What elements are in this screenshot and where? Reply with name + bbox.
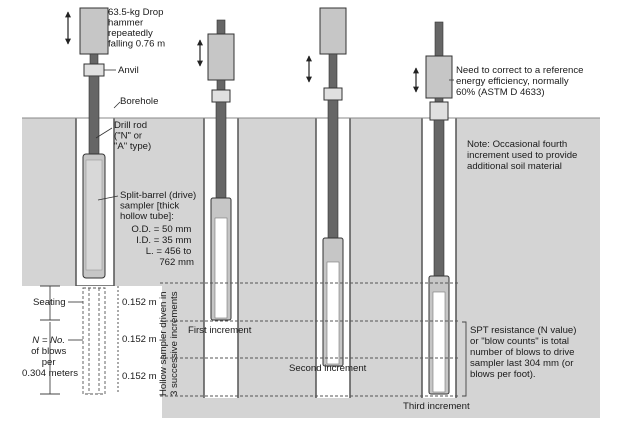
dim-length-2: 762 mm xyxy=(159,257,194,268)
depth-1: 0.152 m xyxy=(122,297,157,308)
assembly-3 xyxy=(306,7,347,367)
anvil-2 xyxy=(211,89,231,103)
svg-text:O.D. = 50 mm I.D. = 35 m: O.D. = 50 mm I.D. = 35 mm L. = 456 to 76… xyxy=(131,224,194,268)
hammer-2 xyxy=(207,33,235,81)
vertical-label-l2: 3 successive increments xyxy=(169,291,180,396)
seating-label: Seating xyxy=(33,297,66,308)
dim-id: I.D. = 35 mm xyxy=(136,235,191,246)
rod-1-top xyxy=(89,53,99,65)
dim-length: L. = 456 to xyxy=(146,246,192,257)
svg-text:N = No. of blows p: N = No. of blows per 0.304 meters xyxy=(22,335,78,379)
drill-rod-label-l2: ("N" or xyxy=(114,131,143,142)
sampler-leader xyxy=(97,195,119,201)
n-def-l2: of blows xyxy=(31,346,66,357)
sampler-3-inner xyxy=(326,261,340,365)
drill-rod-leader xyxy=(95,127,113,139)
drill-rod-2 xyxy=(215,101,227,199)
svg-text:Note: Occasional fourth: Note: Occasional fourth increment used t… xyxy=(467,139,580,172)
dim-od: O.D. = 50 mm xyxy=(131,224,191,235)
n-def-l3: per xyxy=(42,357,57,368)
drill-rod-label-l1: Drill rod xyxy=(114,120,147,131)
depth-3: 0.152 m xyxy=(122,371,157,382)
hammer-label-l2: hammer xyxy=(108,18,144,29)
energy-note-l3: 60% (ASTM D 4633) xyxy=(456,87,545,98)
rod-3-upper xyxy=(328,53,338,89)
anvil-3 xyxy=(323,87,343,101)
fourth-note-l3: additional soil material xyxy=(467,161,562,172)
assembly-1 xyxy=(65,7,109,279)
svg-text:SPT resistance (N value): SPT resistance (N value) or "blow counts… xyxy=(470,325,579,380)
n-def-l4: 0.304 meters xyxy=(22,368,78,379)
drill-rod-3 xyxy=(327,99,339,239)
labels: 63.5-kg Drop hammer repeatedly falling 0… xyxy=(22,7,586,412)
sampler-2-inner xyxy=(214,217,228,319)
drill-rod-label-l3: "A" type) xyxy=(114,141,151,152)
sampler-1-inner xyxy=(85,159,103,271)
sampler-4-inner xyxy=(432,291,446,393)
svg-text:Need to correct to a reference: Need to correct to a reference energy ef… xyxy=(456,65,586,98)
assembly-4 xyxy=(413,21,453,395)
anvil-4 xyxy=(429,101,449,121)
drill-rod-4 xyxy=(433,119,445,277)
leader-lines xyxy=(95,69,454,201)
spt-note-l5: blows per foot). xyxy=(470,369,536,380)
spt-bracket xyxy=(462,321,467,397)
increment-lines xyxy=(82,282,460,397)
borehole-3-wall xyxy=(315,118,351,398)
energy-note-l1: Need to correct to a reference xyxy=(456,65,583,76)
soil-ground xyxy=(22,117,600,418)
spt-note-l3: number of blows to drive xyxy=(470,347,575,358)
sampler-1-dashed-outline xyxy=(82,287,106,395)
rod-2-mid xyxy=(216,79,226,91)
anvil-1 xyxy=(83,63,105,77)
fourth-note-l2: increment used to provide xyxy=(467,150,577,161)
anvil-label: Anvil xyxy=(118,65,139,76)
energy-note-l2: energy efficiency, normally xyxy=(456,76,569,87)
borehole-leader xyxy=(113,101,121,109)
left-measures xyxy=(40,285,119,395)
fourth-note-l1: Note: Occasional fourth xyxy=(467,139,567,150)
soil-mass xyxy=(22,118,600,418)
borehole-label: Borehole xyxy=(120,96,158,107)
svg-text:Hollow sampler driven in: Hollow sampler driven in 3 successive in… xyxy=(158,289,180,396)
n-def-l1: N = No. xyxy=(32,335,65,346)
hammer-3 xyxy=(319,7,347,55)
borehole-2-wall xyxy=(203,118,239,398)
drill-rod-1 xyxy=(88,75,100,155)
rod-4-mid xyxy=(434,97,444,103)
borehole-4-wall xyxy=(421,118,457,398)
definition-panel xyxy=(22,286,162,418)
spt-note-l2: or "blow counts" is total xyxy=(470,336,569,347)
second-increment-label: Second increment xyxy=(289,363,367,374)
spt-note-l1: SPT resistance (N value) xyxy=(470,325,576,336)
sampler-label-l3: hollow tube]: xyxy=(120,211,174,222)
hammer-1 xyxy=(79,7,109,55)
svg-text:Drill rod ("N" or: Drill rod ("N" or "A" type) xyxy=(114,120,151,152)
rod-4-top xyxy=(434,21,444,57)
rod-2-top xyxy=(216,19,226,35)
hammer-label-l1: 63.5-kg Drop xyxy=(108,7,163,18)
depth-2: 0.152 m xyxy=(122,334,157,345)
vertical-label-l1: Hollow sampler driven in xyxy=(158,291,169,396)
assembly-2 xyxy=(197,19,235,321)
hammer-4 xyxy=(425,55,453,99)
first-increment-label: First increment xyxy=(188,325,252,336)
sampler-label-l1: Split-barrel (drive) xyxy=(120,190,196,201)
svg-text:63.5-kg Drop hammer: 63.5-kg Drop hammer repeatedly falling 0… xyxy=(108,7,166,50)
sampler-label-l2: sampler [thick xyxy=(120,201,179,212)
svg-text:Split-barrel (drive) sam: Split-barrel (drive) sampler [thick holl… xyxy=(120,190,199,222)
spt-note-l4: sampler last 304 mm (or xyxy=(470,358,574,369)
hammer-label-l4: falling 0.76 m xyxy=(108,39,165,50)
third-increment-label: Third increment xyxy=(403,401,470,412)
hammer-label-l3: repeatedly xyxy=(108,28,153,39)
